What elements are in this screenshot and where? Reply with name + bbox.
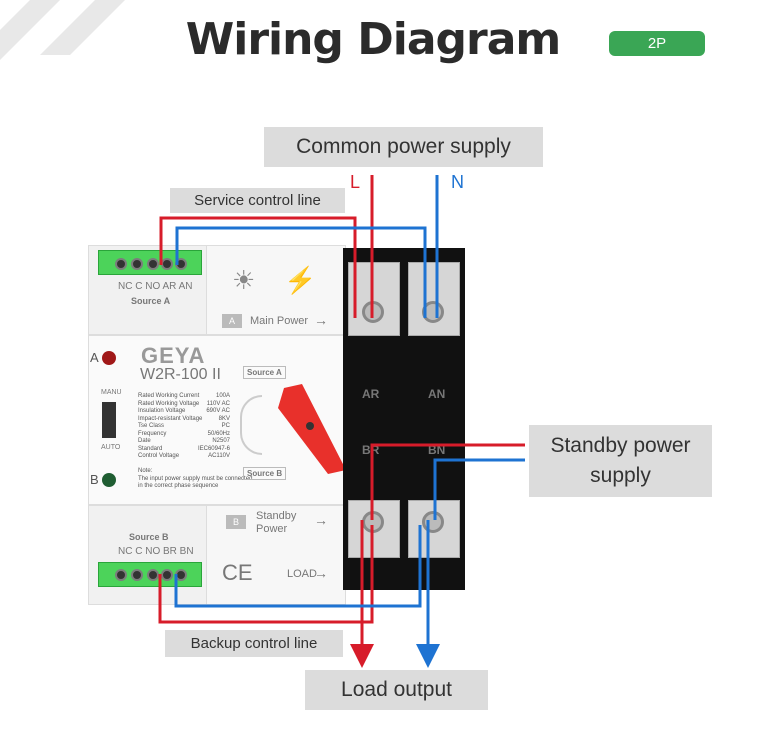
pole-badge: 2P (609, 31, 705, 56)
common-power-label: Common power supply (264, 127, 543, 167)
standby-neutral-wire (433, 458, 525, 520)
backup-control-label: Backup control line (165, 630, 343, 657)
service-live-wire (159, 216, 357, 318)
transfer-handle[interactable] (278, 384, 350, 476)
load-output-label: Load output (305, 670, 488, 710)
arrow-right-icon: → (314, 512, 328, 528)
standby-power-label: Standby power supply (529, 425, 712, 497)
standby-power-tag: B (226, 515, 246, 529)
source-b-terminal-labels: NC C NO BR BN (118, 546, 194, 557)
main-power-text: Main Power (250, 315, 309, 327)
page-title: Wiring Diagram (185, 14, 562, 65)
live-label: L (350, 172, 361, 192)
backup-live-wire (158, 525, 374, 624)
led-a-indicator (102, 351, 116, 365)
source-a-terminal-block (98, 250, 202, 275)
load-text: LOAD (287, 568, 317, 580)
solar-panel-icon: ☀ (232, 265, 256, 295)
backup-neutral-wire (174, 525, 422, 608)
standby-power-text: Standby Power (256, 510, 297, 535)
ce-mark: CE (222, 560, 253, 585)
ar-label: AR (362, 387, 380, 401)
an-label: AN (428, 387, 446, 401)
manu-label: MANU (101, 389, 122, 396)
service-control-label: Service control line (170, 188, 345, 213)
arrow-right-icon: → (314, 565, 328, 581)
corner-decoration (0, 0, 125, 60)
led-b-label: B (90, 472, 99, 487)
service-neutral-wire (175, 226, 427, 318)
led-b-indicator (102, 473, 116, 487)
source-a-title: Source A (131, 296, 171, 306)
standby-live-wire (370, 443, 525, 520)
model-name: W2R-100 II (140, 366, 221, 383)
main-power-tag: A (222, 314, 242, 328)
auto-label: AUTO (101, 444, 121, 451)
source-a-button[interactable]: Source A (243, 366, 286, 379)
power-tower-icon: ⚡ (284, 265, 317, 295)
brand-logo: GEYA (141, 343, 206, 368)
source-b-button[interactable]: Source B (243, 467, 287, 480)
arrow-right-icon: → (314, 312, 328, 328)
source-b-title: Source B (129, 532, 169, 542)
mode-switch[interactable] (102, 402, 116, 438)
led-a-label: A (90, 350, 99, 365)
source-a-terminal-labels: NC C NO AR AN (118, 281, 193, 292)
note: Note:The input power supply must be conn… (138, 468, 253, 489)
neutral-label: N (451, 172, 464, 192)
source-b-terminal-block (98, 562, 202, 587)
